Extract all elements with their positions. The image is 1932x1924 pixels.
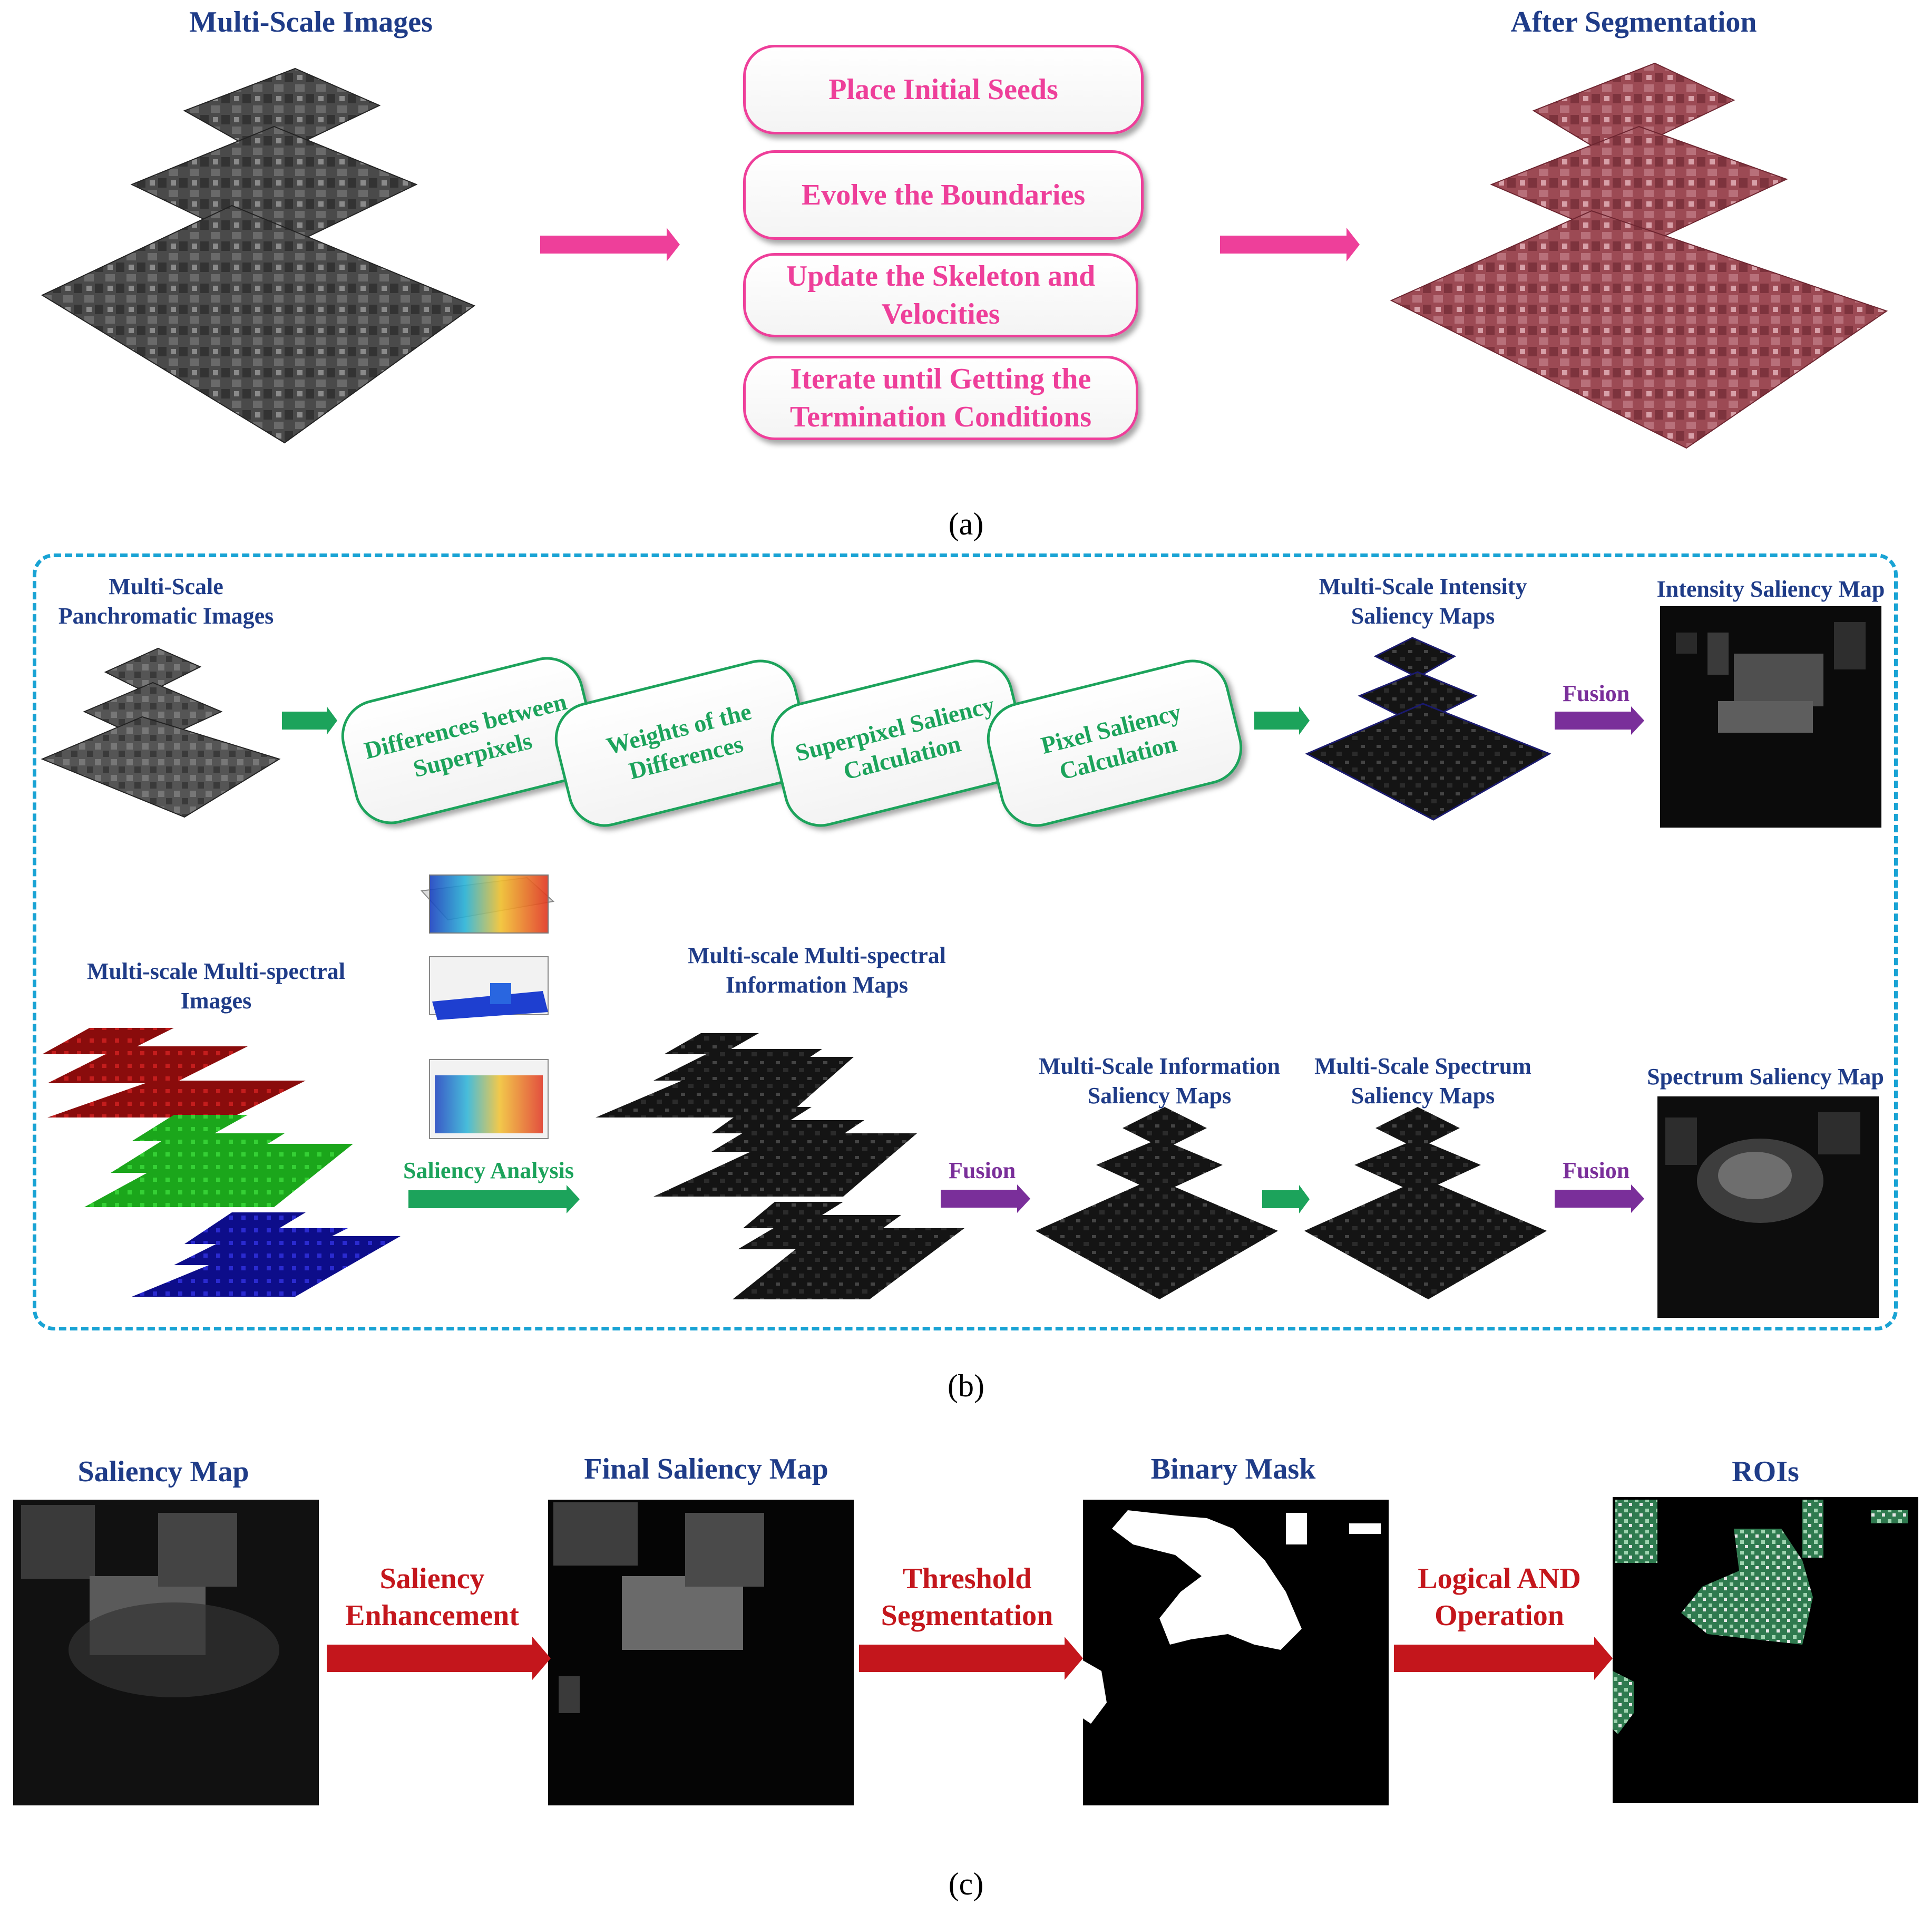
multispectral-title: Multi-scale Multi-spectral Images — [87, 958, 345, 1014]
spectrum-saliency-stack — [1304, 1107, 1547, 1299]
saliency-3d-chart-1 — [420, 874, 555, 934]
multispectral-green-layers — [84, 1115, 353, 1207]
green-arrow-1 — [282, 706, 337, 735]
multispectral-red-layers — [42, 1028, 306, 1118]
green-arrow-3 — [1262, 1185, 1310, 1213]
c-rois-image — [1613, 1497, 1918, 1803]
green-arrow-2 — [1254, 706, 1310, 735]
green-arrow-saliency-analysis — [408, 1185, 580, 1213]
c-title-binary-mask: Binary Mask — [1150, 1453, 1316, 1485]
c-binary-mask-image — [1083, 1500, 1389, 1805]
purple-arrow-fusion-3 — [1555, 1184, 1644, 1213]
information-saliency-stack — [1036, 1107, 1278, 1299]
pink-arrow-left — [540, 228, 680, 261]
purple-arrow-fusion-2 — [941, 1184, 1030, 1213]
after-segmentation-title: After Segmentation — [1510, 6, 1757, 38]
step-place-initial-seeds: Place Initial Seeds — [743, 45, 1144, 134]
step-update-skeleton: Update the Skeleton and Velocities — [743, 253, 1138, 337]
caption-a: (a) — [948, 507, 984, 541]
spectrum-map-title: Spectrum Saliency Map — [1647, 1064, 1884, 1090]
panel-b-graphics — [41, 606, 1881, 1318]
fusion-label-1: Fusion — [1563, 681, 1630, 706]
info-maps-stack-2 — [653, 1107, 917, 1197]
multi-scale-images-title: Multi-Scale Images — [189, 6, 433, 38]
intensity-map-title: Intensity Saliency Map — [1656, 576, 1885, 602]
c-title-final-saliency-map: Final Saliency Map — [584, 1453, 828, 1485]
spectrum-maps-title: Multi-Scale Spectrum Saliency Maps — [1314, 1053, 1531, 1109]
multi-scale-image-stack — [41, 62, 1888, 449]
fusion-label-2: Fusion — [949, 1158, 1016, 1183]
saliency-3d-chart-2 — [429, 956, 549, 1020]
caption-b: (b) — [948, 1368, 984, 1403]
saliency-analysis-label: Saliency Analysis — [403, 1158, 574, 1183]
intensity-saliency-stack — [1305, 637, 1552, 821]
step-iterate-termination: Iterate until Getting the Termination Co… — [743, 356, 1138, 440]
c-title-saliency-map: Saliency Map — [77, 1455, 249, 1488]
fusion-label-3: Fusion — [1563, 1158, 1630, 1183]
red-layer-large — [1390, 210, 1888, 449]
panchromatic-title: Multi-Scale Panchromatic Images — [58, 574, 274, 629]
pink-arrow-right — [1220, 228, 1360, 261]
panel-b-frame — [33, 553, 1898, 1330]
saliency-enhancement-label: Saliency Enhancement — [345, 1562, 519, 1632]
intensity-saliency-map — [1660, 606, 1881, 828]
spectrum-saliency-map — [1657, 1096, 1879, 1318]
red-layer-small — [1532, 62, 1735, 159]
purple-arrow-fusion-1 — [1555, 706, 1644, 735]
c-final-saliency-map-image — [548, 1500, 854, 1805]
info-saliency-title: Multi-Scale Information Saliency Maps — [1038, 1053, 1281, 1109]
logical-and-label: Logical AND Operation — [1418, 1562, 1581, 1632]
step-evolve-boundaries: Evolve the Boundaries — [743, 150, 1144, 240]
info-maps-title: Multi-scale Multi-spectral Information M… — [688, 942, 946, 998]
multispectral-blue-layers — [132, 1212, 401, 1297]
info-maps-stack-1 — [596, 1033, 854, 1118]
c-title-rois: ROIs — [1732, 1455, 1799, 1488]
panchromatic-stack — [41, 647, 281, 818]
red-arrow-logical-and — [1394, 1637, 1613, 1680]
red-arrow-enhancement — [327, 1637, 551, 1680]
red-arrow-threshold — [859, 1637, 1083, 1680]
caption-c: (c) — [948, 1867, 984, 1901]
c-saliency-map-image — [13, 1500, 319, 1805]
gray-layer-large — [41, 205, 476, 444]
saliency-3d-chart-3 — [429, 1059, 549, 1139]
intensity-maps-title: Multi-Scale Intensity Saliency Maps — [1319, 574, 1527, 629]
info-maps-stack-3 — [733, 1202, 964, 1299]
threshold-segmentation-label: Threshold Segmentation — [881, 1562, 1053, 1632]
